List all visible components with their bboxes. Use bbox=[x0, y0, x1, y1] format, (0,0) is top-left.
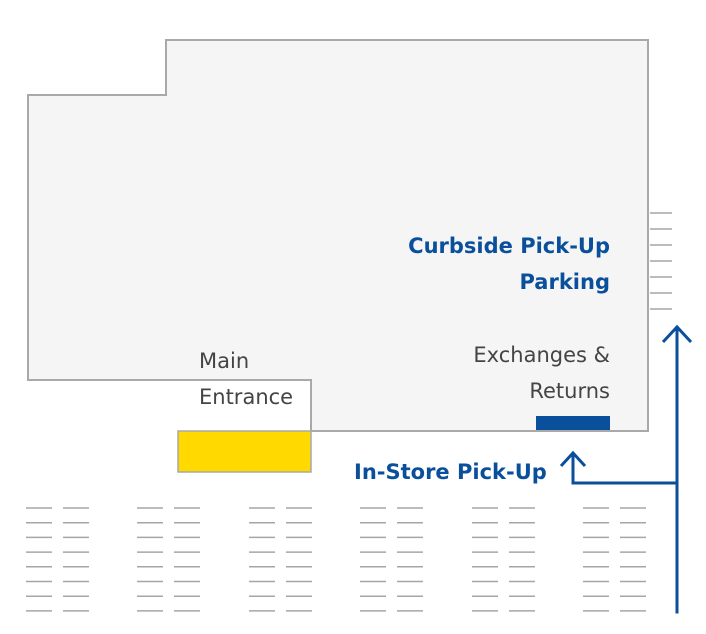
curbside-parking-stalls bbox=[650, 212, 672, 310]
arrow-up-icon bbox=[559, 450, 587, 468]
instore-pickup-label: In-Store Pick-Up bbox=[354, 460, 547, 484]
exchanges-returns-label: Exchanges & Returns bbox=[473, 343, 610, 403]
main-entrance-marker[interactable] bbox=[177, 430, 312, 473]
exchanges-returns-marker[interactable] bbox=[536, 416, 610, 430]
main-entrance-label: Main Entrance bbox=[199, 349, 294, 409]
route-path bbox=[571, 326, 679, 614]
curbside-pickup-label: Curbside Pick-Up Parking bbox=[408, 234, 610, 294]
parking-lot bbox=[26, 507, 646, 612]
arrow-up-icon bbox=[661, 324, 693, 344]
store-building bbox=[27, 39, 649, 432]
